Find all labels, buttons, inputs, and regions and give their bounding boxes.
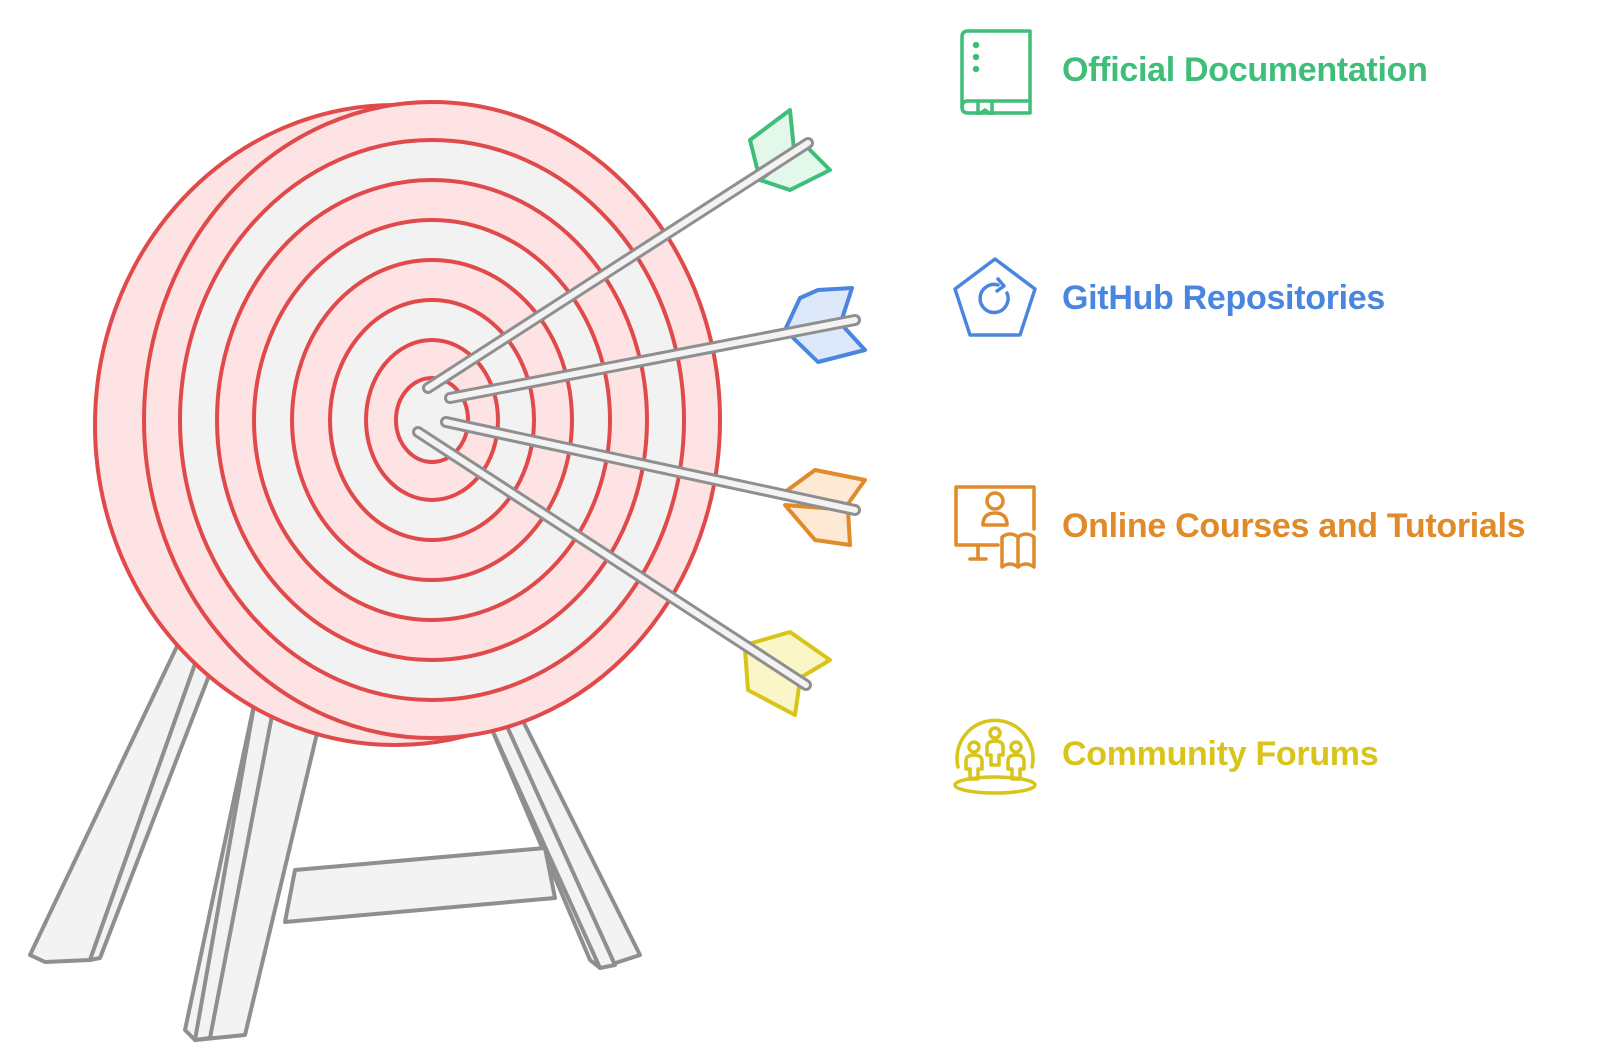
arrow-green bbox=[422, 108, 832, 394]
legend-label-online-courses: Online Courses and Tutorials bbox=[1062, 506, 1526, 545]
target-board bbox=[93, 100, 722, 747]
legend-item-github-repositories: GitHub Repositories bbox=[950, 253, 1385, 343]
arrow-blue bbox=[444, 286, 867, 404]
legend-label-official-documentation: Official Documentation bbox=[1062, 50, 1428, 89]
refresh-pentagon-icon bbox=[950, 253, 1040, 343]
legend-item-community-forums: Community Forums bbox=[950, 709, 1379, 799]
community-icon bbox=[950, 709, 1040, 799]
arrow-orange bbox=[440, 416, 867, 547]
legend-item-online-courses: Online Courses and Tutorials bbox=[950, 481, 1526, 571]
arrow-yellow bbox=[412, 426, 832, 717]
legend-label-community-forums: Community Forums bbox=[1062, 734, 1379, 773]
legend-label-github-repositories: GitHub Repositories bbox=[1062, 278, 1385, 317]
book-icon bbox=[950, 25, 1040, 115]
legend-item-official-documentation: Official Documentation bbox=[950, 25, 1428, 115]
online-course-icon bbox=[950, 481, 1040, 571]
